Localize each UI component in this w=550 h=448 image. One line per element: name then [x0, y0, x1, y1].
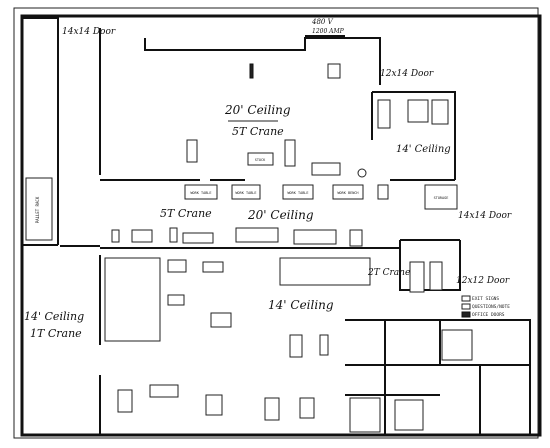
- bench-u1: [186, 139, 198, 163]
- east-storage: [424, 184, 458, 210]
- label-door-12x12: 12x12 Door: [456, 276, 510, 286]
- work-table-4: [332, 184, 364, 200]
- work-table-1-label: WORK TABLE: [190, 191, 211, 195]
- pallet-rack-left-label: PALLET RACK: [35, 196, 40, 223]
- ne-room-bench-b: [407, 99, 429, 123]
- work-table-5: [377, 184, 389, 200]
- sheet-border: [13, 7, 539, 439]
- lower-table-4: [210, 312, 232, 328]
- office-room-a: [349, 397, 381, 433]
- office-room-b: [394, 399, 424, 431]
- mid-table-2: [131, 229, 153, 243]
- mid-table-6: [293, 229, 337, 245]
- lower-left-table: [104, 257, 161, 342]
- label-power-amp: 1200 AMP: [312, 28, 345, 35]
- label-crane-2t: 2T Crane: [367, 268, 410, 278]
- mid-table-5: [235, 227, 279, 243]
- upper-bench-row: [186, 63, 367, 178]
- bench-u2-label: STOCK: [255, 158, 266, 162]
- lower-table-10: [264, 397, 280, 421]
- lower-table-11: [299, 397, 315, 419]
- label-crane-1t: 1T Crane: [30, 327, 82, 340]
- legend-question-icon: [461, 303, 471, 310]
- lower-table-7: [149, 384, 179, 398]
- upper-table-row: [184, 184, 389, 200]
- lower-table-2: [202, 261, 224, 273]
- ne-room-bench-a: [377, 99, 391, 129]
- label-door-14x14-nw: 14x14 Door: [62, 27, 116, 37]
- label-ceiling-14-ne: 14' Ceiling: [396, 144, 451, 155]
- east-storage-label: STORAGE: [434, 196, 449, 200]
- lower-table-5: [289, 334, 303, 358]
- legend-office-door-icon: [461, 311, 471, 318]
- office-room-c: [441, 329, 473, 361]
- work-table-1: [184, 184, 218, 200]
- left-bay-wall: [22, 17, 59, 246]
- upper-north-wall: [144, 37, 381, 85]
- legend-exit-sign-icon: [461, 295, 471, 302]
- label-power: 480 V: [311, 18, 334, 26]
- label-door-14x14-e: 14x14 Door: [458, 211, 512, 221]
- legend-item-0: EXIT SIGNS: [472, 296, 499, 302]
- label-ceiling-20-top: 20' Ceiling: [224, 103, 291, 117]
- pallet-rack-left: [25, 177, 53, 241]
- lower-table-13: [429, 261, 443, 291]
- lower-table-6: [319, 334, 329, 356]
- work-table-2-label: WORK TABLE: [235, 191, 256, 195]
- lower-table-9: [205, 394, 223, 416]
- work-table-3: [282, 184, 314, 200]
- bench-u5: [327, 63, 341, 79]
- legend-item-1: QUESTIONS/NOTE: [472, 304, 510, 310]
- mid-table-3: [169, 227, 178, 243]
- mid-table-1: [111, 229, 120, 243]
- bench-u4: [311, 162, 341, 176]
- lower-table-group: [117, 259, 443, 421]
- lower-table-3: [167, 294, 185, 306]
- lower-table-12: [409, 261, 425, 293]
- bench-u3: [284, 139, 296, 167]
- work-table-3-label: WORK TABLE: [287, 191, 308, 195]
- mid-table-7: [349, 229, 363, 247]
- label-crane-5t-top: 5T Crane: [232, 125, 284, 138]
- lower-table-1: [167, 259, 187, 273]
- label-door-12x14: 12x14 Door: [380, 69, 434, 79]
- mid-table-row: [111, 227, 363, 247]
- lower-table-8: [117, 389, 133, 413]
- bench-u6: [249, 63, 254, 79]
- label-ceiling-14-sw: 14' Ceiling: [24, 310, 84, 323]
- column-marker: [357, 168, 367, 178]
- legend: EXIT SIGNS QUESTIONS/NOTE OFFICE DOORS: [461, 295, 510, 318]
- upper-bay-partition: [99, 28, 245, 181]
- building-exterior-wall: [20, 14, 542, 437]
- ne-room-bench-c: [431, 99, 449, 125]
- work-table-4-label: WORK BENCH: [337, 191, 358, 195]
- mid-partition: [60, 239, 460, 249]
- legend-item-2: OFFICE DOORS: [472, 312, 505, 318]
- crane-2t-area: [279, 257, 371, 286]
- label-ceiling-20-mid: 20' Ceiling: [247, 208, 314, 222]
- work-table-2: [231, 184, 261, 200]
- label-crane-5t-mid: 5T Crane: [160, 207, 212, 220]
- office-cluster-walls: [345, 319, 531, 435]
- label-ceiling-14-center: 14' Ceiling: [268, 298, 334, 312]
- ne-room-wall: [371, 91, 456, 181]
- mid-table-4: [182, 232, 214, 244]
- bench-u2: [247, 152, 274, 166]
